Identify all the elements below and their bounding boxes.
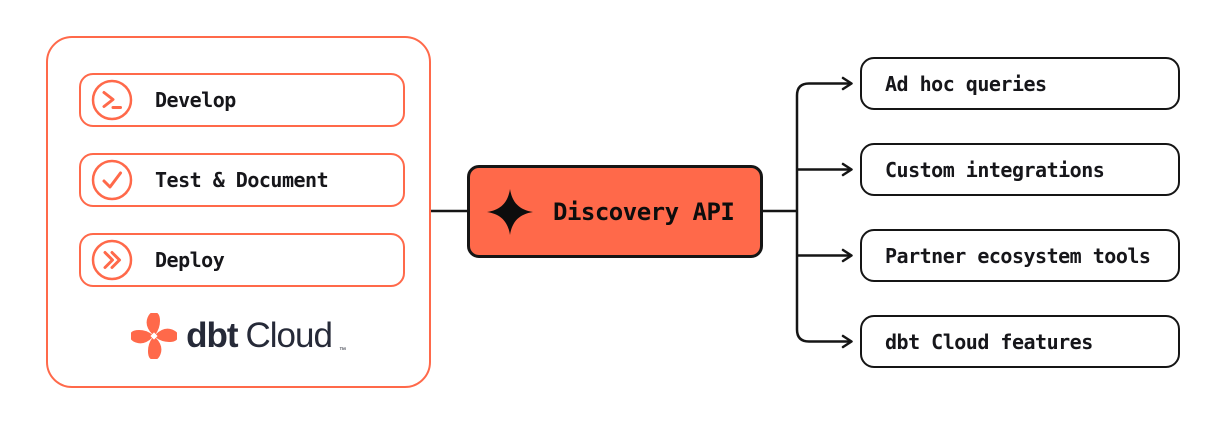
stage-test-document: Test & Document — [79, 153, 405, 207]
branch-trunk-bottom — [795, 211, 850, 343]
consumer-label: Ad hoc queries — [885, 71, 1047, 96]
dbt-pinwheel-icon — [131, 313, 178, 359]
consumer-box-ad-hoc-queries: Ad hoc queries — [860, 57, 1180, 110]
double-chevron-right-icon — [91, 239, 133, 281]
brand-name-regular: Cloud — [245, 316, 332, 355]
branch-trunk-top — [795, 82, 850, 211]
sparkle-icon — [487, 188, 533, 235]
stage-label: Test & Document — [155, 168, 329, 192]
consumer-label: dbt Cloud features — [885, 329, 1093, 354]
consumer-label: Custom integrations — [885, 157, 1105, 182]
api-node-label: Discovery API — [553, 197, 735, 226]
arrowhead-icon — [841, 76, 853, 91]
dbt-cloud-container: Develop Test & Document Deploy — [46, 36, 431, 388]
stage-label: Develop — [155, 88, 236, 112]
stage-label: Deploy — [155, 248, 225, 272]
brand-trademark: ™ — [338, 347, 346, 354]
arrowhead-icon — [841, 162, 853, 177]
consumer-box-custom-integrations: Custom integrations — [860, 143, 1180, 196]
consumer-box-partner-ecosystem-tools: Partner ecosystem tools — [860, 229, 1180, 282]
stage-develop: Develop — [79, 73, 405, 127]
dbt-cloud-logo: dbt Cloud ™ — [48, 312, 429, 360]
terminal-prompt-icon — [91, 79, 133, 121]
consumer-box-dbt-cloud-features: dbt Cloud features — [860, 315, 1180, 368]
discovery-api-node: Discovery API — [467, 165, 763, 258]
brand-name-bold: dbt — [186, 316, 238, 355]
stage-deploy: Deploy — [79, 233, 405, 287]
arrowhead-icon — [841, 248, 853, 263]
arrowhead-icons — [841, 76, 853, 349]
consumer-label: Partner ecosystem tools — [885, 243, 1151, 268]
arrowhead-icon — [841, 334, 853, 349]
check-circle-icon — [91, 159, 133, 201]
